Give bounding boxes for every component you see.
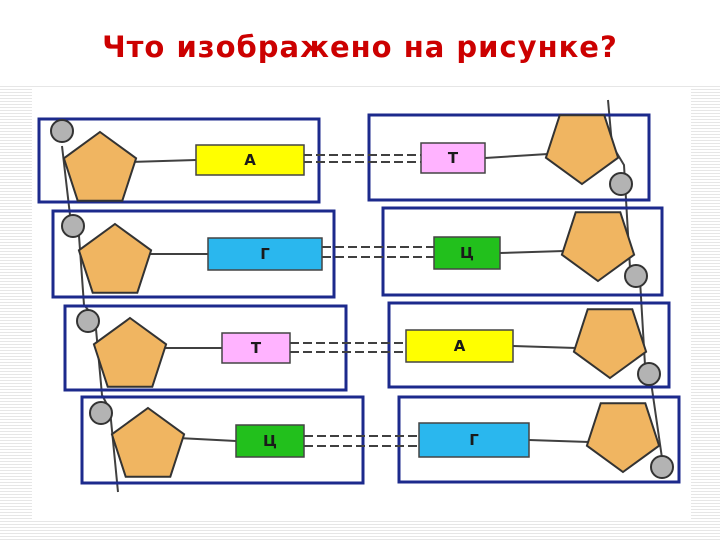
left-phosphate-circle	[61, 214, 85, 238]
right-base-box	[418, 422, 530, 458]
left-sugar-base-bond	[177, 437, 237, 442]
left-deoxyribose-pentagon	[62, 130, 138, 202]
left-phosphate-circle	[50, 119, 74, 143]
left-base-box	[221, 332, 291, 364]
left-deoxyribose-pentagon	[92, 316, 168, 388]
right-base-box	[405, 329, 514, 363]
right-sugar-base-bond	[512, 345, 577, 349]
left-sugar-base-bond	[129, 159, 197, 163]
right-sugar-base-bond	[499, 250, 565, 254]
right-nucleotide-frame	[367, 113, 651, 202]
left-base-label: А	[244, 151, 256, 169]
left-nucleotide-frame	[51, 209, 336, 299]
right-base-label: Г	[469, 431, 479, 449]
right-sugar-base-bond	[484, 153, 549, 159]
title-strip	[0, 0, 720, 86]
left-base-box	[195, 144, 305, 176]
slide-title: Что изображено на рисунке?	[102, 30, 618, 64]
left-nucleotide-frame	[37, 117, 321, 204]
right-deoxyribose-pentagon	[560, 211, 636, 283]
left-nucleotide-frame	[80, 395, 365, 485]
right-deoxyribose-pentagon	[572, 308, 648, 380]
right-deoxyribose-pentagon	[544, 114, 620, 186]
left-deoxyribose-pentagon	[110, 406, 186, 478]
right-base-label: Ц	[460, 244, 474, 262]
left-base-label: Г	[260, 245, 270, 263]
right-sugar-base-bond	[528, 439, 590, 443]
right-base-box	[433, 236, 501, 270]
right-base-label: А	[454, 337, 466, 355]
right-deoxyribose-pentagon	[585, 402, 661, 474]
left-base-box	[235, 424, 305, 458]
left-base-box	[207, 237, 323, 271]
right-phosphate-circle	[609, 172, 633, 196]
left-deoxyribose-pentagon	[77, 222, 153, 294]
right-nucleotide-frame	[381, 206, 664, 297]
left-base-label: Т	[251, 339, 262, 357]
right-phosphate-circle	[624, 264, 648, 288]
right-base-box	[420, 142, 486, 174]
right-base-label: Т	[448, 149, 459, 167]
right-nucleotide-frame	[387, 301, 671, 389]
right-phosphate-circle	[650, 455, 674, 479]
left-base-label: Ц	[263, 432, 277, 450]
right-phosphate-circle	[637, 362, 661, 386]
left-phosphate-circle	[89, 401, 113, 425]
left-phosphate-circle	[76, 309, 100, 333]
left-nucleotide-frame	[63, 304, 348, 392]
right-nucleotide-frame	[397, 395, 681, 484]
